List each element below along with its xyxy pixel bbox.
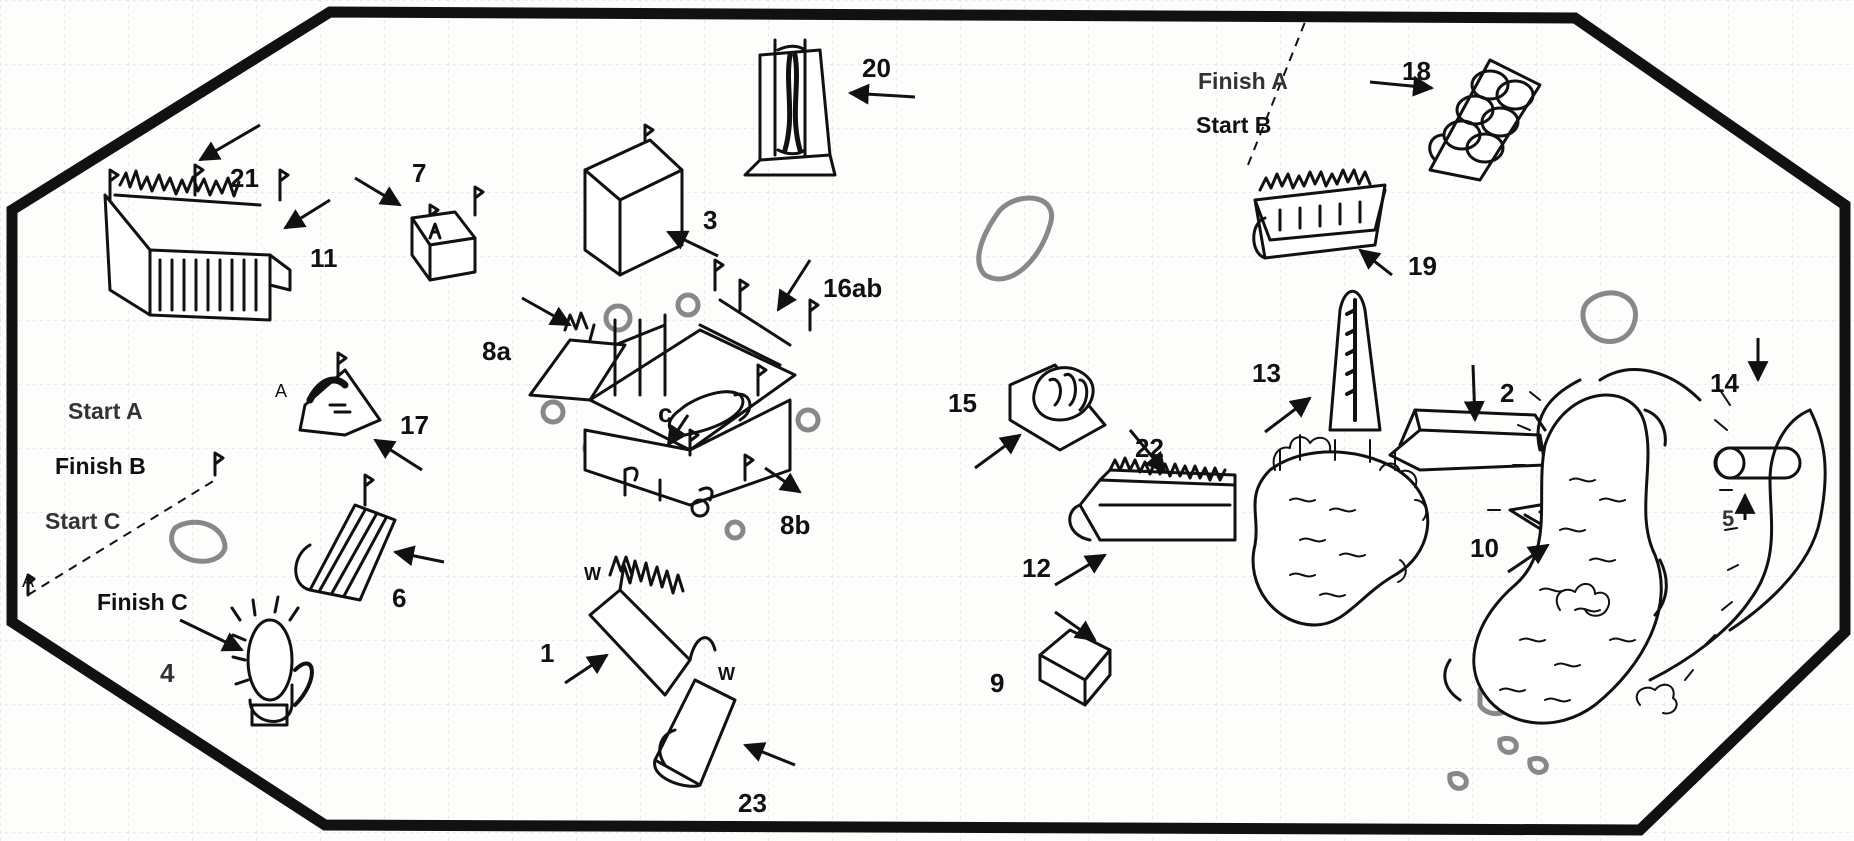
letter-a-17: A: [275, 381, 288, 401]
obstacle-number-8a: 8a: [482, 336, 511, 366]
label-finish-a: Finish A: [1198, 68, 1288, 94]
obstacle-number-17: 17: [400, 410, 429, 440]
obstacle-number-11: 11: [310, 243, 338, 273]
obstacle-9: [1038, 628, 1112, 707]
obstacle-number-14: 14: [1710, 368, 1739, 398]
obstacle-number-1: 1: [540, 638, 555, 668]
obstacle-number-8b: 8b: [780, 510, 811, 540]
obstacle-number-3: 3: [703, 205, 718, 235]
obstacle-number-4: 4: [160, 658, 175, 688]
obstacle-number-21: 21: [230, 163, 259, 193]
direction-arrows: [179, 75, 1769, 767]
obstacle-12-22: [1068, 456, 1237, 542]
water-complex: [1443, 368, 1827, 725]
label-finish-c: Finish C: [97, 589, 188, 615]
obstacle-number-2: 2: [1500, 378, 1515, 408]
obstacle-18: [1428, 58, 1542, 182]
label-start-c: Start C: [45, 508, 121, 534]
start-finish-line-ab: [1247, 21, 1306, 166]
obstacle-15: [1008, 363, 1107, 452]
obstacle-number-12: 12: [1022, 553, 1051, 583]
obstacle-20: [743, 38, 837, 177]
obstacle-number-7: 7: [412, 158, 427, 188]
obstacle-number-20: 20: [862, 53, 891, 83]
obstacle-number-23: 23: [738, 788, 767, 818]
label-start-b: Start B: [1196, 112, 1272, 138]
obstacle-17: [298, 368, 382, 437]
letter-w-left: W: [584, 564, 601, 584]
obstacle-number-9: 9: [990, 668, 1005, 698]
obstacle-6: [294, 503, 397, 602]
obstacle-number-18: 18: [1402, 56, 1431, 86]
obstacle-number-6: 6: [392, 583, 407, 613]
obstacle-number-5: 5: [1722, 506, 1735, 531]
label-finish-b: Finish B: [55, 453, 146, 479]
obstacle-4: [230, 595, 314, 727]
start-finish-line-bc: [27, 479, 216, 596]
obstacle-23: [653, 678, 737, 788]
obstacle-number-22: 22: [1135, 433, 1164, 463]
obstacle-8-16-complex: [528, 258, 820, 518]
obstacle-number-10: 10: [1470, 533, 1499, 563]
letter-w-right: W: [718, 664, 735, 684]
obstacle-number-13: 13: [1252, 358, 1281, 388]
letter-a-start: A: [22, 571, 35, 591]
obstacle-number-15: 15: [948, 388, 977, 418]
water-jump-pond: [1251, 434, 1430, 627]
label-start-a: Start A: [68, 398, 143, 424]
obstacle-number-19: 19: [1408, 251, 1437, 281]
obstacle-11-21-wall: [103, 169, 292, 322]
obstacle-number-16ab: 16ab: [823, 273, 883, 303]
obstacle-19: [1252, 168, 1387, 260]
obstacle-7: [410, 210, 477, 282]
arena-boundary: [6, 6, 1851, 836]
bushes: [1555, 583, 1678, 715]
obstacle-1: [588, 555, 717, 697]
obstacle-number-c: c: [658, 398, 673, 428]
obstacle-13: [1328, 289, 1382, 432]
